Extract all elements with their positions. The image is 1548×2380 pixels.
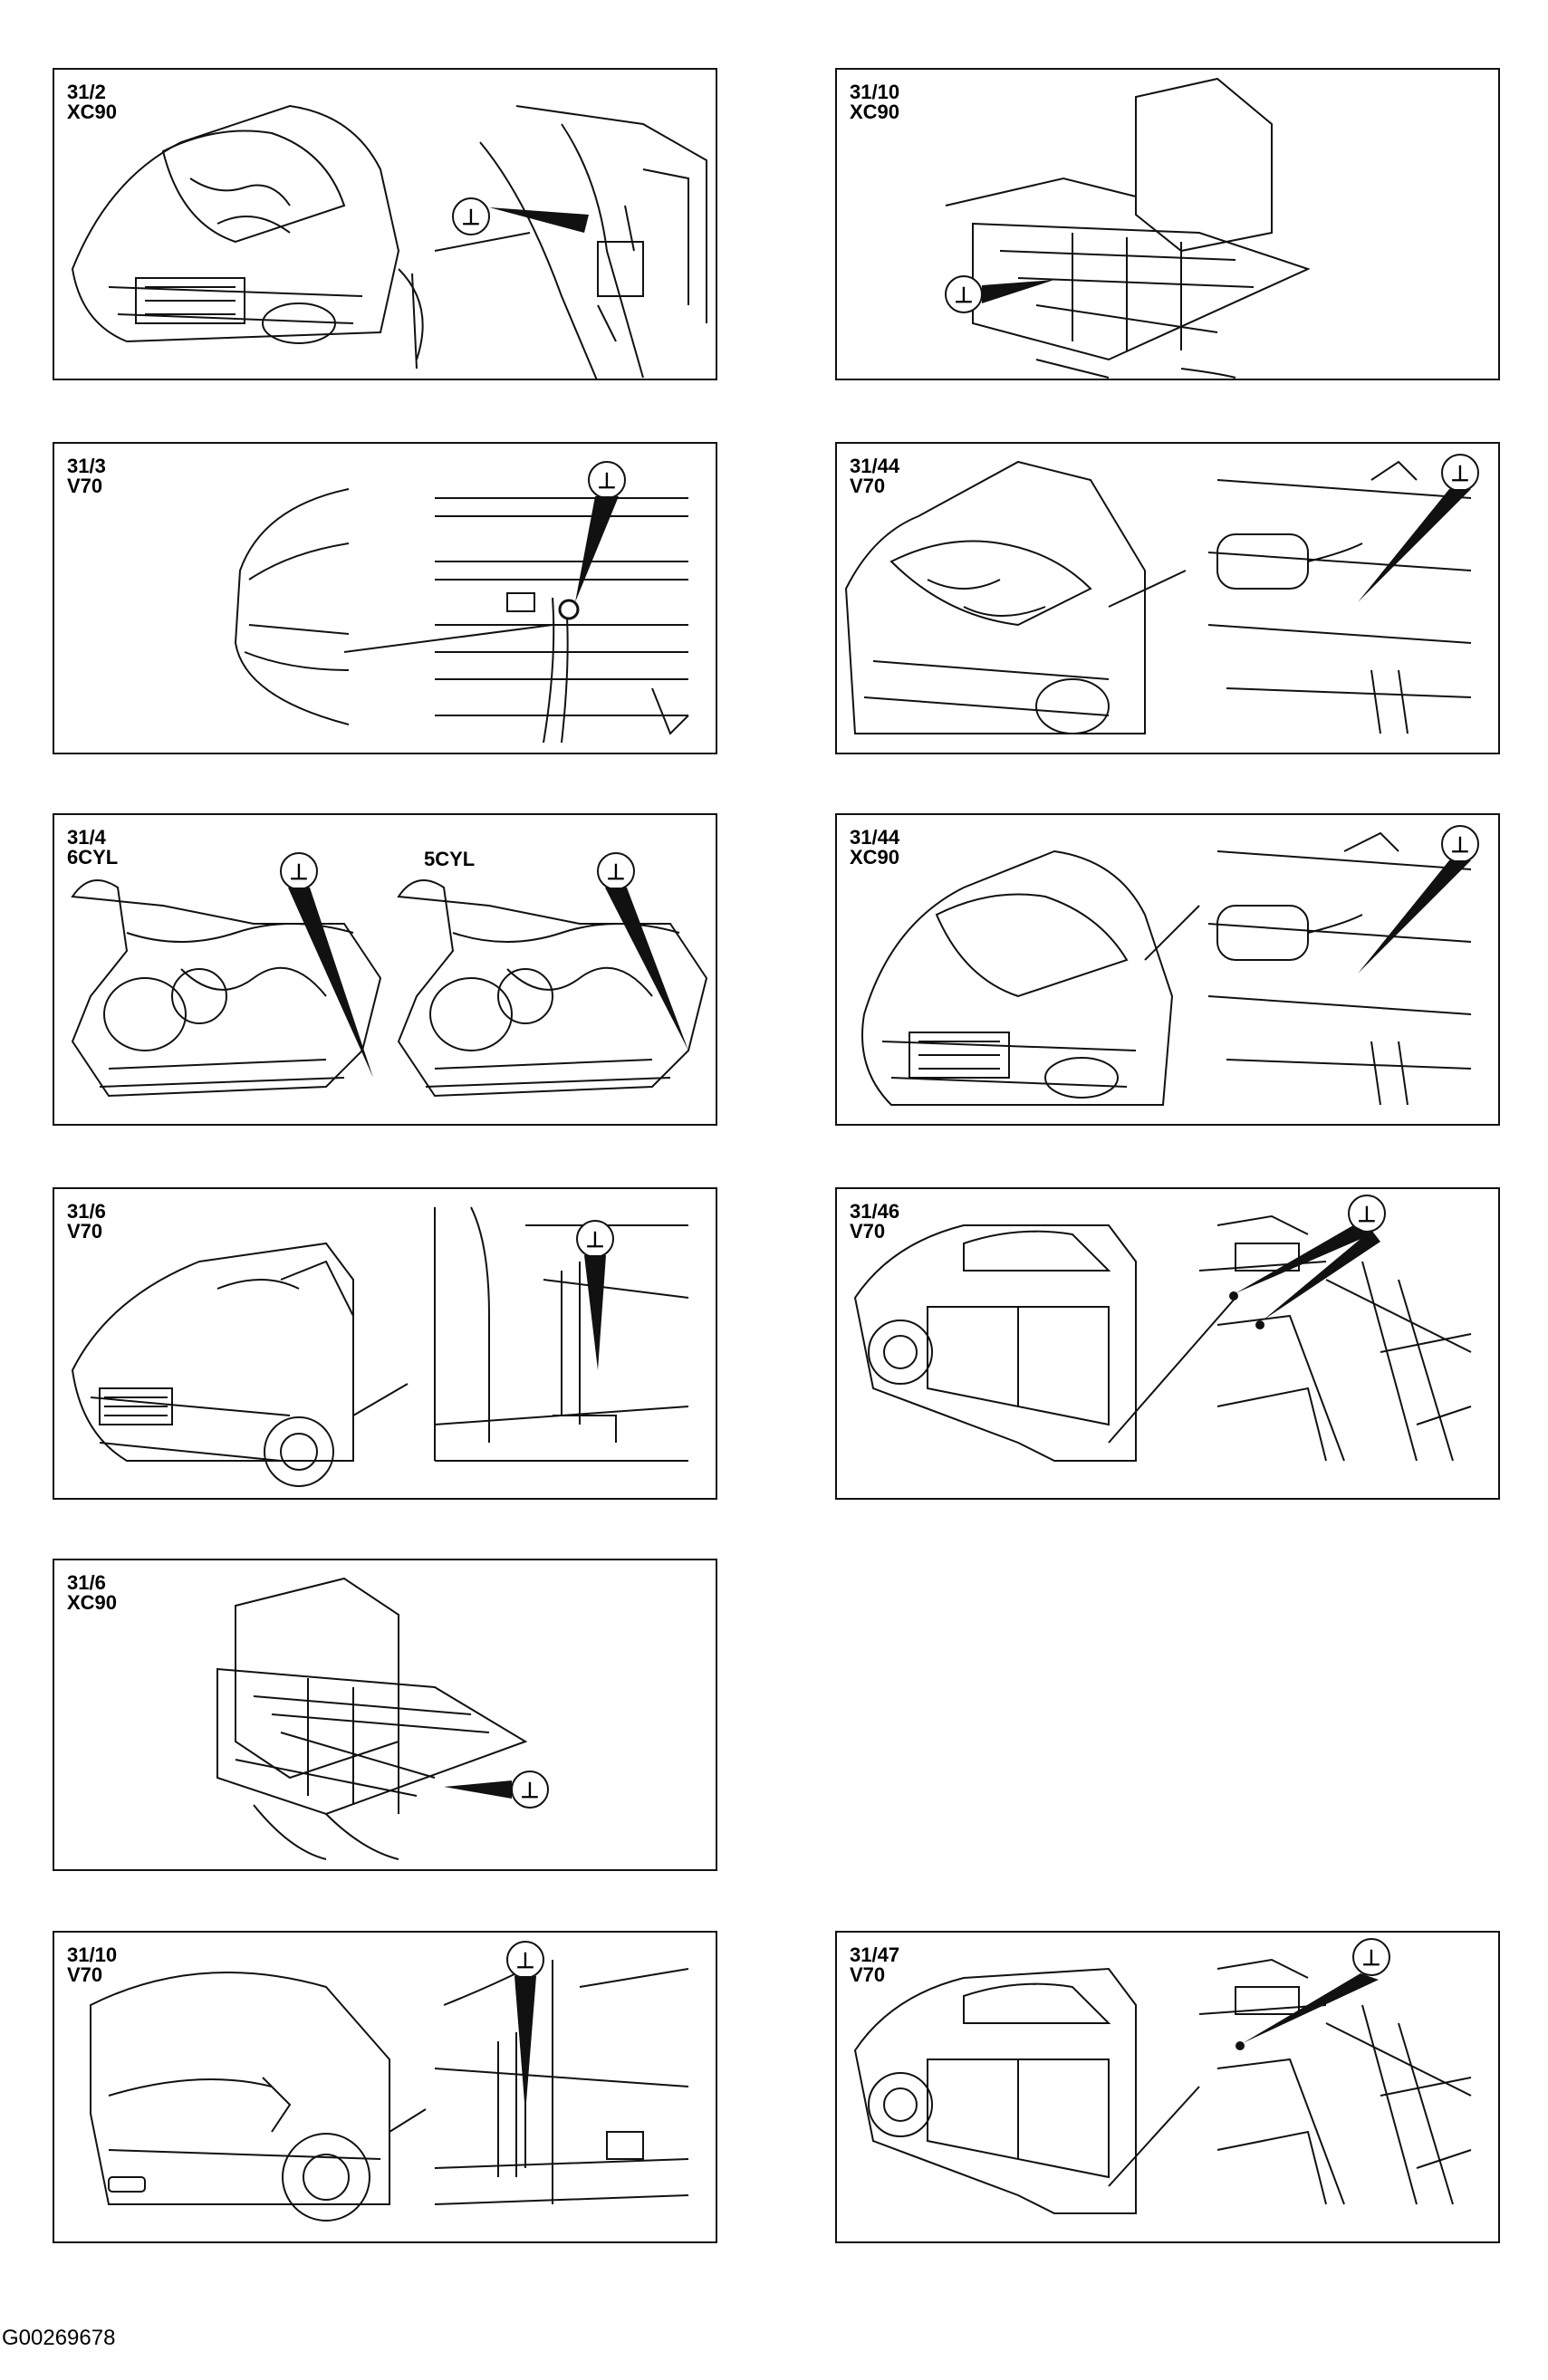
ground-symbol: ⊥	[1358, 1203, 1377, 1227]
ground-symbol: ⊥	[1362, 1946, 1381, 1971]
rear-quarter-illustration: ⊥	[90, 1941, 689, 2222]
side-car-illustration: ⊥	[853, 1938, 1472, 2214]
ground-symbol: ⊥	[955, 283, 974, 308]
ground-symbol: ⊥	[1451, 833, 1470, 858]
ground-symbol: ⊥	[598, 469, 617, 494]
floor-frame-illustration: ⊥	[945, 77, 1311, 379]
rear-hatch-illustration: ⊥	[234, 461, 689, 744]
ground-symbol: ⊥	[521, 1779, 540, 1803]
panel-sublabel-5cyl: 5CYL	[424, 848, 476, 870]
front-quarter-illustration: ⊥	[71, 1206, 689, 1487]
ground-symbol: ⊥	[607, 860, 626, 885]
figure-code: G00269678	[2, 2326, 116, 2350]
side-car-illustration: ⊥	[853, 1195, 1472, 1462]
engine-bay-illustration: ⊥	[861, 825, 1479, 1106]
ground-symbol: ⊥	[290, 860, 309, 885]
ground-symbol: ⊥	[516, 1949, 535, 1973]
floor-frame-illustration: ⊥	[216, 1577, 549, 1860]
ground-symbol: ⊥	[1451, 462, 1470, 486]
engine-pair-illustration: ⊥ ⊥	[71, 852, 708, 1098]
engine-bay-illustration: ⊥	[844, 454, 1479, 734]
engine-bay-illustration: ⊥	[71, 104, 707, 379]
ground-symbol: ⊥	[586, 1228, 605, 1252]
ground-symbol: ⊥	[462, 206, 481, 230]
